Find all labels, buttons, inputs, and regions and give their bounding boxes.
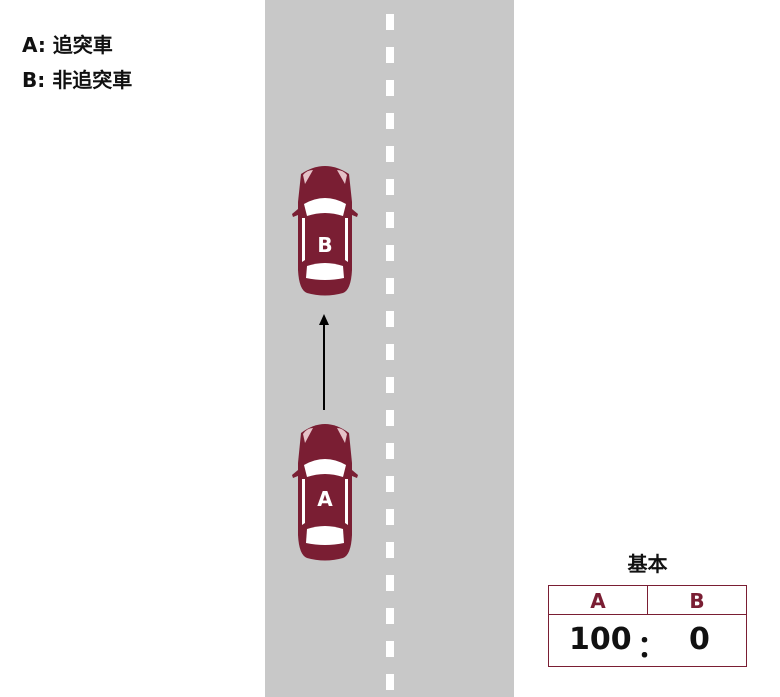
lane-dash [386, 608, 394, 624]
lane-dash [386, 575, 394, 591]
lane-dash [386, 542, 394, 558]
lane-dash [386, 113, 394, 129]
ratio-header-b: B [689, 589, 705, 613]
lane-dash [386, 377, 394, 393]
car-a-label: A [317, 487, 333, 511]
lane-dash [386, 14, 394, 30]
ratio-value-b: 0 [689, 622, 710, 657]
legend-b: B: 非追突車 [22, 68, 133, 92]
ratio-header-a: A [549, 586, 648, 614]
legend: A: 追突車 B: 非追突車 [22, 28, 132, 98]
ratio-separator: ： [637, 630, 667, 665]
direction-arrow [319, 314, 329, 410]
lane-dash [386, 47, 394, 63]
fault-ratio-table: A B 100 ： 0 [548, 585, 747, 667]
lane-dash [386, 146, 394, 162]
car-a: A [291, 419, 359, 561]
car-b-icon [292, 166, 358, 296]
lane-dash [386, 179, 394, 195]
lane-dash [386, 80, 394, 96]
lane-dash [386, 212, 394, 228]
lane-dash [386, 410, 394, 426]
car-b: B [291, 162, 359, 296]
legend-a: A: 追突車 [22, 33, 113, 57]
lane-dash [386, 278, 394, 294]
car-a-icon [292, 424, 358, 561]
lane-dash [386, 311, 394, 327]
lane-dash [386, 674, 394, 690]
ratio-value-a: 100 [569, 622, 632, 657]
lane-dash [386, 245, 394, 261]
ratio-title: 基本 [627, 552, 668, 576]
car-b-label: B [317, 233, 333, 257]
ratio-divider [549, 614, 746, 615]
lane-dash [386, 443, 394, 459]
lane-dash [386, 509, 394, 525]
lane-center-line [386, 0, 394, 697]
lane-dash [386, 641, 394, 657]
lane-dash [386, 344, 394, 360]
lane-dash [386, 476, 394, 492]
